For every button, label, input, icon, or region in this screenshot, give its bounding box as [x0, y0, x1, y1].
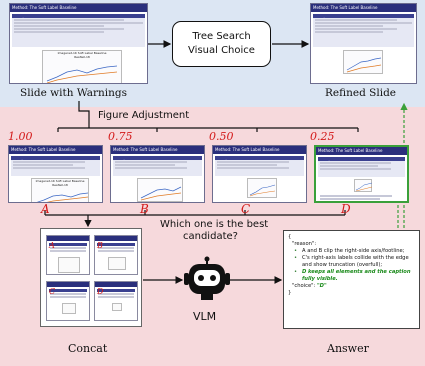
concat-tile-a: A [46, 235, 90, 275]
choice-key: "choice": [292, 283, 316, 289]
candidate-d-caption [320, 194, 405, 201]
figure-adjustment-label: Figure Adjustment [98, 110, 190, 121]
slide-header: Method: The Soft Label Baseline [111, 146, 204, 154]
caption-slide-with-warnings: Slide with Warnings [20, 87, 127, 99]
slide-header: Method: The Soft Label Baseline [213, 146, 306, 154]
caption-refined-slide: Refined Slide [325, 87, 397, 99]
answer-box: { "reason": A and B clip the right-side … [283, 230, 420, 329]
candidate-plot-d [354, 179, 373, 192]
concat-tile-c: C [46, 281, 90, 321]
candidate-slide-d: Method: The Soft Label Baseline A Simple… [314, 145, 409, 203]
concat-grid: A B C D [40, 228, 142, 327]
visual-choice-label: Visual Choice [188, 45, 255, 56]
concat-label: Concat [68, 342, 108, 355]
reason-key: "reason": [292, 241, 317, 247]
block-title: A Simple but Powerful Baseline [12, 17, 145, 18]
refined-slide: Method: The Soft Label Baseline A Simple… [310, 3, 417, 84]
robot-icon [184, 256, 230, 300]
candidate-slide-b: Method: The Soft Label Baseline A Simple… [110, 145, 205, 203]
slide-header: Method: The Soft Label Baseline [311, 4, 416, 12]
vlm-label: VLM [193, 310, 217, 323]
scale-label-d: 0.25 [310, 130, 335, 143]
arrow-to-figure-adjustment [78, 101, 90, 114]
question-line-2: candidate? [183, 231, 238, 242]
reason-bullet-3: D keeps all elements and the caption ful… [294, 269, 415, 283]
reason-bullet-2: C's right-axis labels collide with the e… [294, 255, 415, 269]
tree-search-box: Tree Search Visual Choice [172, 21, 271, 67]
slide-header: Method: The Soft Label Baseline [316, 147, 407, 155]
candidate-slide-c: Method: The Soft Label Baseline A Simple… [212, 145, 307, 203]
slide-header: Method: The Soft Label Baseline [9, 146, 102, 154]
concat-tile-d: D [94, 281, 138, 321]
slide-header: Method: The Soft Label Baseline [10, 4, 147, 12]
candidate-plot-c [247, 178, 277, 198]
refined-slide-plot [343, 50, 383, 74]
candidate-letter-a: A [41, 202, 50, 216]
slide-plot: Imagenet-1K Soft Label Baseline ResNet-1… [42, 50, 122, 83]
slide-content-block: A Simple but Powerful Baseline [313, 14, 414, 47]
candidate-plot-a: Imagenet-1K Soft Label Baseline ResNet-1… [31, 178, 89, 202]
choice-line: "choice": "D" [288, 283, 415, 290]
answer-label: Answer [327, 342, 369, 355]
answer-open-brace: { [288, 234, 292, 240]
scale-label-a: 1.00 [8, 130, 33, 143]
candidate-letter-b: B [140, 202, 149, 216]
plot-subtitle: ResNet-18 [74, 55, 90, 59]
choice-value: "D" [316, 283, 327, 289]
block-title: A Simple but Powerful Baseline [313, 17, 414, 18]
reason-list: A and B clip the right-side axis/footlin… [288, 248, 415, 283]
tree-search-label: Tree Search [192, 31, 251, 42]
scale-label-c: 0.50 [209, 130, 234, 143]
reason-bullet-1: A and B clip the right-side axis/footlin… [294, 248, 415, 255]
candidate-plot-b [137, 178, 183, 202]
plot-title: Imagenet-1K Soft Label Baseline [57, 51, 107, 55]
concat-tile-b: B [94, 235, 138, 275]
slide-content-block: A Simple but Powerful Baseline [12, 14, 145, 47]
candidate-letter-c: C [241, 202, 251, 216]
candidate-slide-a: Method: The Soft Label Baseline A Simple… [8, 145, 103, 203]
candidate-letter-d: D [341, 202, 351, 216]
scale-label-b: 0.75 [108, 130, 133, 143]
answer-close-brace: } [288, 290, 292, 296]
slide-with-warnings: Method: The Soft Label Baseline A Simple… [9, 3, 148, 84]
question-line-1: Which one is the best [160, 219, 269, 230]
plot-lines [46, 65, 118, 83]
